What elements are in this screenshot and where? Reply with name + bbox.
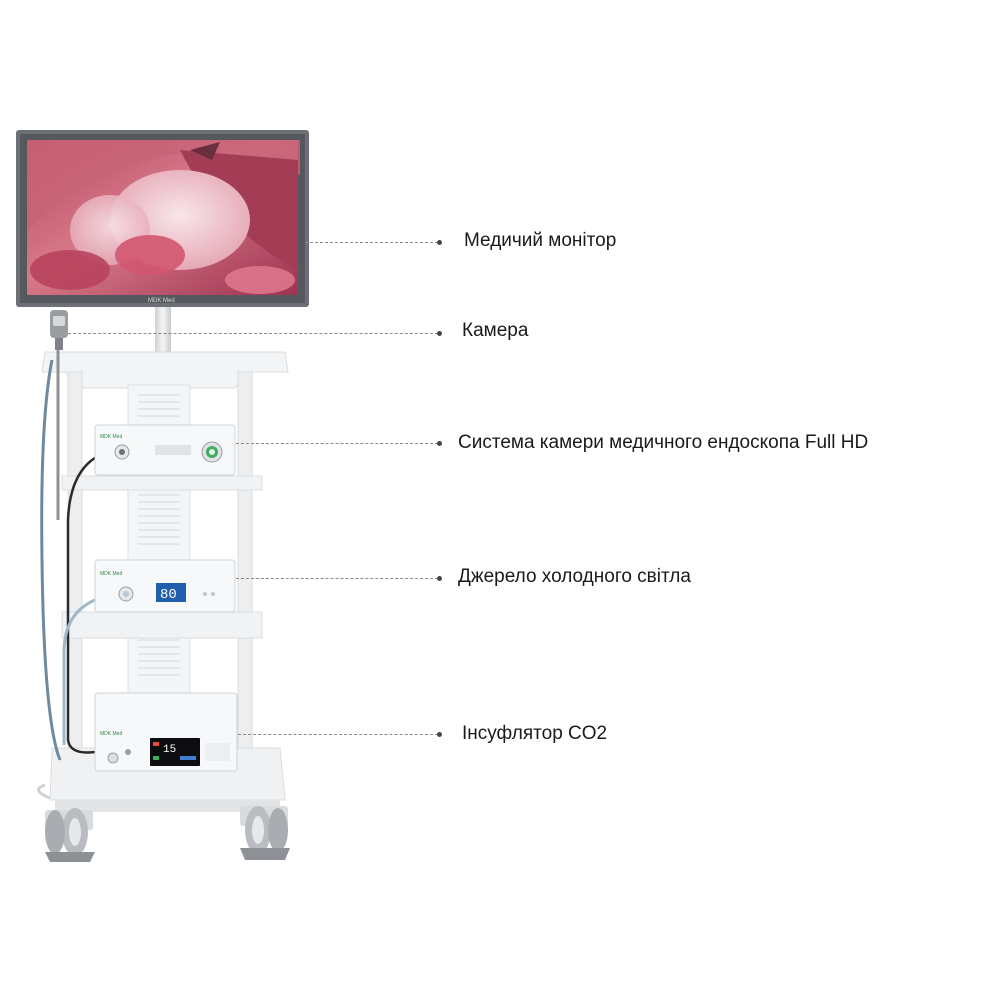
camera-head [50, 310, 68, 350]
light-unit-brand: MDK Med [100, 571, 122, 577]
medical-monitor: MDK Med [16, 130, 309, 307]
callout-line-camera-system [236, 443, 438, 444]
insufflator-brand: MDK Med [100, 731, 122, 737]
wheel-right [240, 806, 290, 860]
callout-line-monitor [305, 242, 438, 243]
label-light-source: Джерело холодного світла [458, 566, 691, 587]
callout-dot-camera [437, 331, 442, 336]
insufflator-display: 15 [163, 744, 176, 756]
callout-dot-monitor [437, 240, 442, 245]
label-monitor: Медичий монітор [464, 230, 617, 251]
callout-line-light-source [236, 578, 438, 579]
label-camera-system: Система камери медичного ендоскопа Full … [458, 432, 869, 453]
monitor-screen [27, 140, 300, 295]
callout-dot-camera-system [437, 441, 442, 446]
monitor-brand: MDK Med [148, 298, 175, 304]
callout-dot-insufflator [437, 732, 442, 737]
camera-unit-brand: MDK Med [100, 434, 122, 440]
insufflator-unit: MDK Med 15 [94, 692, 238, 772]
wheel-left [45, 808, 95, 862]
light-source-display: 80 [160, 587, 177, 603]
scope-cables [37, 350, 101, 800]
callout-line-insufflator [238, 734, 438, 735]
label-insufflator: Інсуфлятор CO2 [462, 723, 608, 744]
camera-system-unit: MDK Med [94, 424, 236, 476]
monitor-pole [155, 307, 171, 352]
callout-dot-light-source [437, 576, 442, 581]
callout-line-camera [68, 333, 438, 334]
light-source-unit: MDK Med 80 [94, 559, 236, 613]
label-camera: Камера [462, 320, 529, 341]
